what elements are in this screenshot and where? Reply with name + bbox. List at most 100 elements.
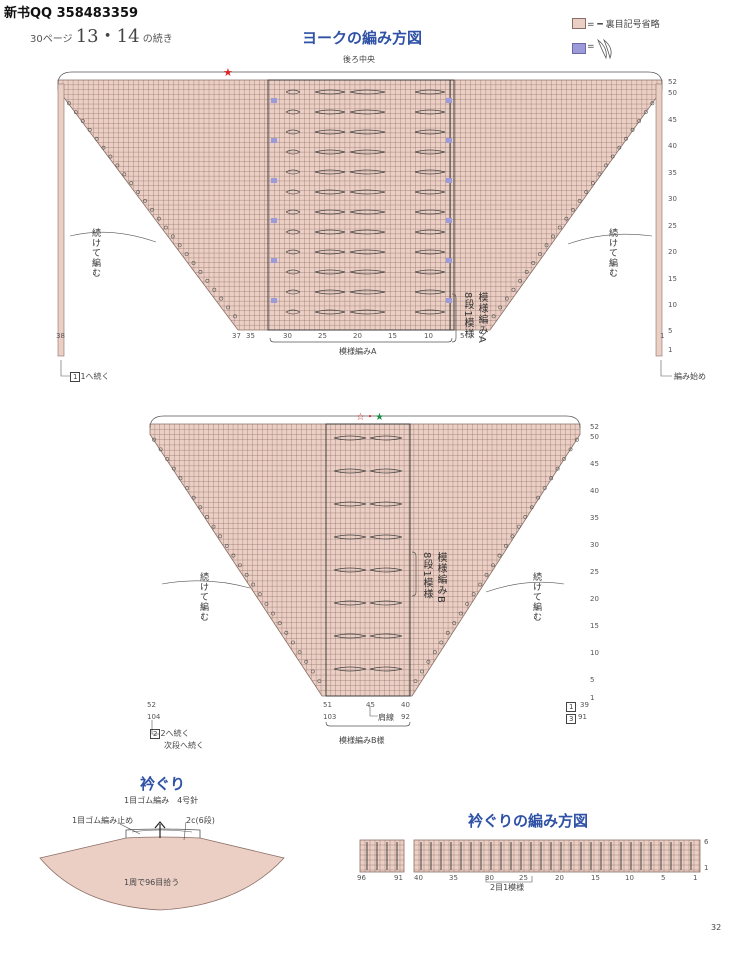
yoke-left-note: 続けて編む [90,228,100,278]
yoke-stitch-5: 5 [460,332,465,340]
yoke-repeat-side: 模様編みA [476,292,487,344]
yoke-b-bottom-92: 92 [401,713,410,721]
yoke-row-30: 30 [668,195,677,203]
yoke-b-row-40: 40 [590,487,599,495]
yoke-title: ヨークの編み方図 [302,29,423,47]
yoke-row-1: 1 [668,346,673,354]
yoke-row-15: 15 [668,275,677,283]
collar-stitch-25: 25 [519,874,528,882]
collar-stitch-30: 30 [485,874,494,882]
yoke-b-box-2: 2 [150,729,161,739]
yoke-row-40: 40 [668,142,677,150]
yoke-b-stitch-51: 51 [323,701,332,709]
yoke-b-box-1: 1 [566,702,577,712]
yoke-row-25: 25 [668,222,677,230]
yoke-b-row-52: 52 [590,423,599,431]
yoke-center-label: 後ろ中央 [343,55,375,64]
collar-height-label: 2c(6段) [186,816,215,825]
collar-stitch-40: 40 [414,874,423,882]
yoke-stitch-1: 1 [660,332,665,340]
legend-swatch-pink [572,18,586,29]
yoke-b-bottom-left-note2: 次段へ続く [164,741,204,750]
yoke-row-5: 5 [668,327,673,335]
legend-item-1: = ━ 裏目記号省略 [587,20,660,30]
yoke-b-row-30: 30 [590,541,599,549]
collar-title: 衿ぐり [140,775,186,793]
yoke-b-right-note: 続けて編む [531,572,541,622]
collar-chart-title: 衿ぐりの編み方図 [468,812,589,830]
yoke-b-bottom-103: 103 [323,713,337,721]
yoke-bottom-left-note: 1へ続く [80,372,110,381]
collar-stitch-91: 91 [394,874,403,882]
yoke-b-shoulder-label: 肩線 [378,713,394,722]
continuation-prefix: 30ページ [30,34,73,45]
yoke-b-row-25: 25 [590,568,599,576]
yoke-b-row-35: 35 [590,514,599,522]
yoke-b-stars: ☆・★ [356,412,384,423]
yoke-repeat-label: 8段1模様 [462,292,473,340]
yoke-row-45: 45 [668,116,677,124]
collar-stitch-10: 10 [625,874,634,882]
continuation-suffix: の続き [142,34,173,45]
yoke-b-stitch-45: 45 [366,701,375,709]
yoke-b-bottom-91: 91 [578,713,587,721]
collar-end-label: 1目ゴム編み止め [72,816,134,825]
legend-swatch-purple [572,43,586,54]
collar-stitch-20: 20 [555,874,564,882]
yoke-row-10: 10 [668,301,677,309]
yoke-b-stitch-40: 40 [401,701,410,709]
yoke-stitch-25: 25 [318,332,327,340]
collar-subtitle: 1目ゴム編み 4号針 [124,796,199,805]
yoke-b-row-1: 1 [590,694,595,702]
yoke-pattern-label: 模様編みA [339,347,377,356]
yoke-stitch-37: 37 [232,332,241,340]
yoke-row-35: 35 [668,169,677,177]
yoke-b-row-50: 50 [590,433,599,441]
yoke-stitch-2: 2 [480,332,485,340]
yoke-b-pattern-label: 模様編みB様 [339,736,385,745]
collar-shape [39,821,285,911]
yoke-row-52: 52 [668,78,677,86]
yoke-b-repeat-side: 模様編みB [435,552,446,604]
yoke-b-repeat-label: 8段1模様 [421,552,432,600]
yoke-b-left-note: 続けて編む [198,572,208,622]
yoke-b-stitch-52: 52 [147,701,156,709]
collar-grid [359,839,701,883]
collar-row-1: 1 [704,864,709,872]
yoke-chart-a [57,71,672,377]
yoke-b-bottom-104: 104 [147,713,161,721]
continuation-note: 30ページ 13・14 の続き [30,22,173,48]
yoke-b-row-15: 15 [590,622,599,630]
legend-item-2: = [587,42,595,52]
collar-pickup-label: 1周で96目拾う [124,878,180,887]
yoke-b-row-45: 45 [590,460,599,468]
yoke-b-bottom-left-note1: 2へ続く [160,729,190,738]
yoke-stitch-15: 15 [388,332,397,340]
collar-chart-repeat: 2目1模様 [490,883,525,892]
collar-row-6: 6 [704,838,709,846]
yoke-stitch-38: 38 [56,332,65,340]
collar-stitch-15: 15 [591,874,600,882]
yoke-b-row-10: 10 [590,649,599,657]
yoke-bottom-right-note: 編み始め [674,372,706,381]
yoke-b-row-20: 20 [590,595,599,603]
yoke-star-red-icon: ★ [223,66,233,79]
legend-petal-icon [597,38,612,60]
yoke-box-1: 1 [70,372,81,382]
watermark-text: 新书QQ 358483359 [4,6,139,21]
collar-stitch-1: 1 [693,874,698,882]
continuation-pages: 13・14 [75,26,140,47]
collar-stitch-96: 96 [357,874,366,882]
yoke-right-note: 続けて編む [607,228,617,278]
yoke-b-row-5: 5 [590,676,595,684]
yoke-b-stitch-39: 39 [580,701,589,709]
yoke-chart-b [149,415,581,735]
yoke-row-20: 20 [668,248,677,256]
page-number: 32 [711,923,722,932]
yoke-stitch-20: 20 [353,332,362,340]
yoke-stitch-10: 10 [424,332,433,340]
collar-stitch-5: 5 [661,874,666,882]
yoke-row-50: 50 [668,89,677,97]
collar-stitch-35: 35 [449,874,458,882]
